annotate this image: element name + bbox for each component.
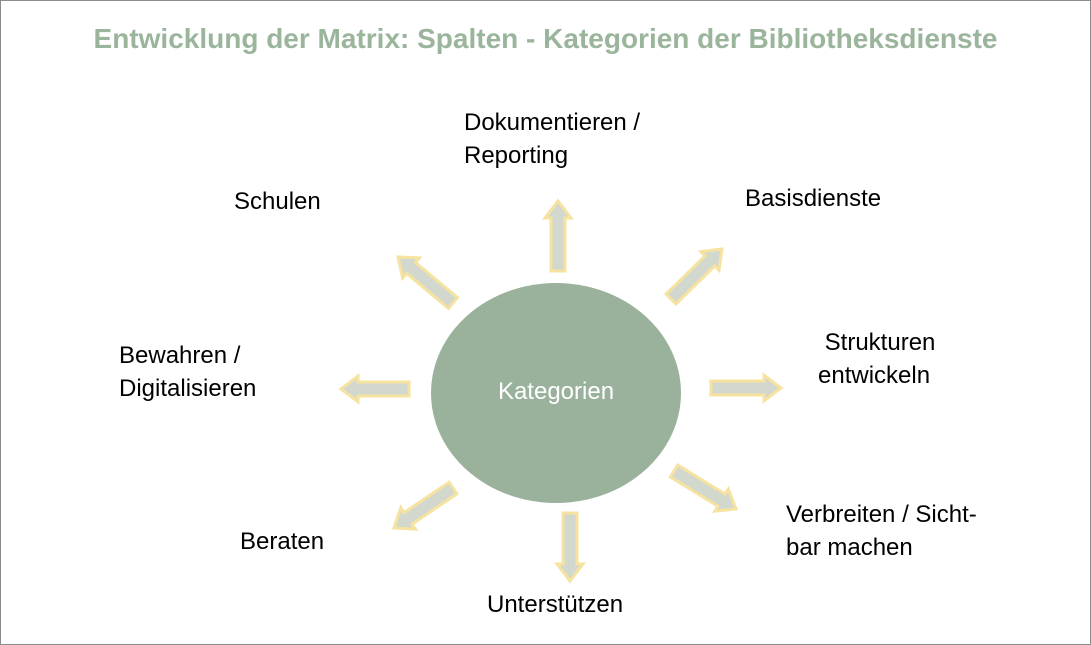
label-basisdienste-line-1: Basisdienste <box>745 185 882 212</box>
label-schulen: Schulen <box>234 185 321 218</box>
label-basisdienste: Basisdienste <box>745 182 881 215</box>
arrow-up-left <box>396 255 460 311</box>
label-unterstuetzen-line-1: Unterstützen <box>487 591 624 618</box>
label-dokumentieren-line-2: Reporting <box>464 142 569 169</box>
label-bewahren-line-1: Bewahren / <box>119 342 241 369</box>
label-verbreiten-line-1: Verbreiten / Sicht- <box>786 501 977 528</box>
arrow-up <box>541 198 575 273</box>
label-schulen-line-1: Schulen <box>234 188 321 215</box>
label-dokumentieren: Dokumentieren / Reporting <box>464 106 640 172</box>
page-title: Entwicklung der Matrix: Spalten - Katego… <box>93 23 998 54</box>
label-bewahren: Bewahren / Digitalisieren <box>119 339 256 405</box>
arrow-right <box>709 371 784 405</box>
label-strukturen-line-2: entwickeln <box>818 362 931 389</box>
arrow-down-right <box>668 462 739 514</box>
center-label: Kategorien <box>497 378 615 405</box>
label-verbreiten: Verbreiten / Sicht- bar machen <box>786 498 977 564</box>
label-unterstuetzen: Unterstützen <box>487 588 623 621</box>
arrow-down-left <box>391 480 459 531</box>
label-strukturen: Strukturen entwickeln <box>818 326 935 392</box>
arrow-left <box>338 372 411 406</box>
label-beraten: Beraten <box>240 525 324 558</box>
label-strukturen-line-1: Strukturen <box>818 329 936 356</box>
label-beraten-line-1: Beraten <box>240 528 325 555</box>
arrow-up-right <box>663 247 724 307</box>
label-verbreiten-line-2: bar machen <box>786 534 913 561</box>
label-dokumentieren-line-1: Dokumentieren / <box>464 109 641 136</box>
arrow-down <box>553 511 587 584</box>
center-circle <box>431 283 681 503</box>
label-bewahren-line-2: Digitalisieren <box>119 375 257 402</box>
